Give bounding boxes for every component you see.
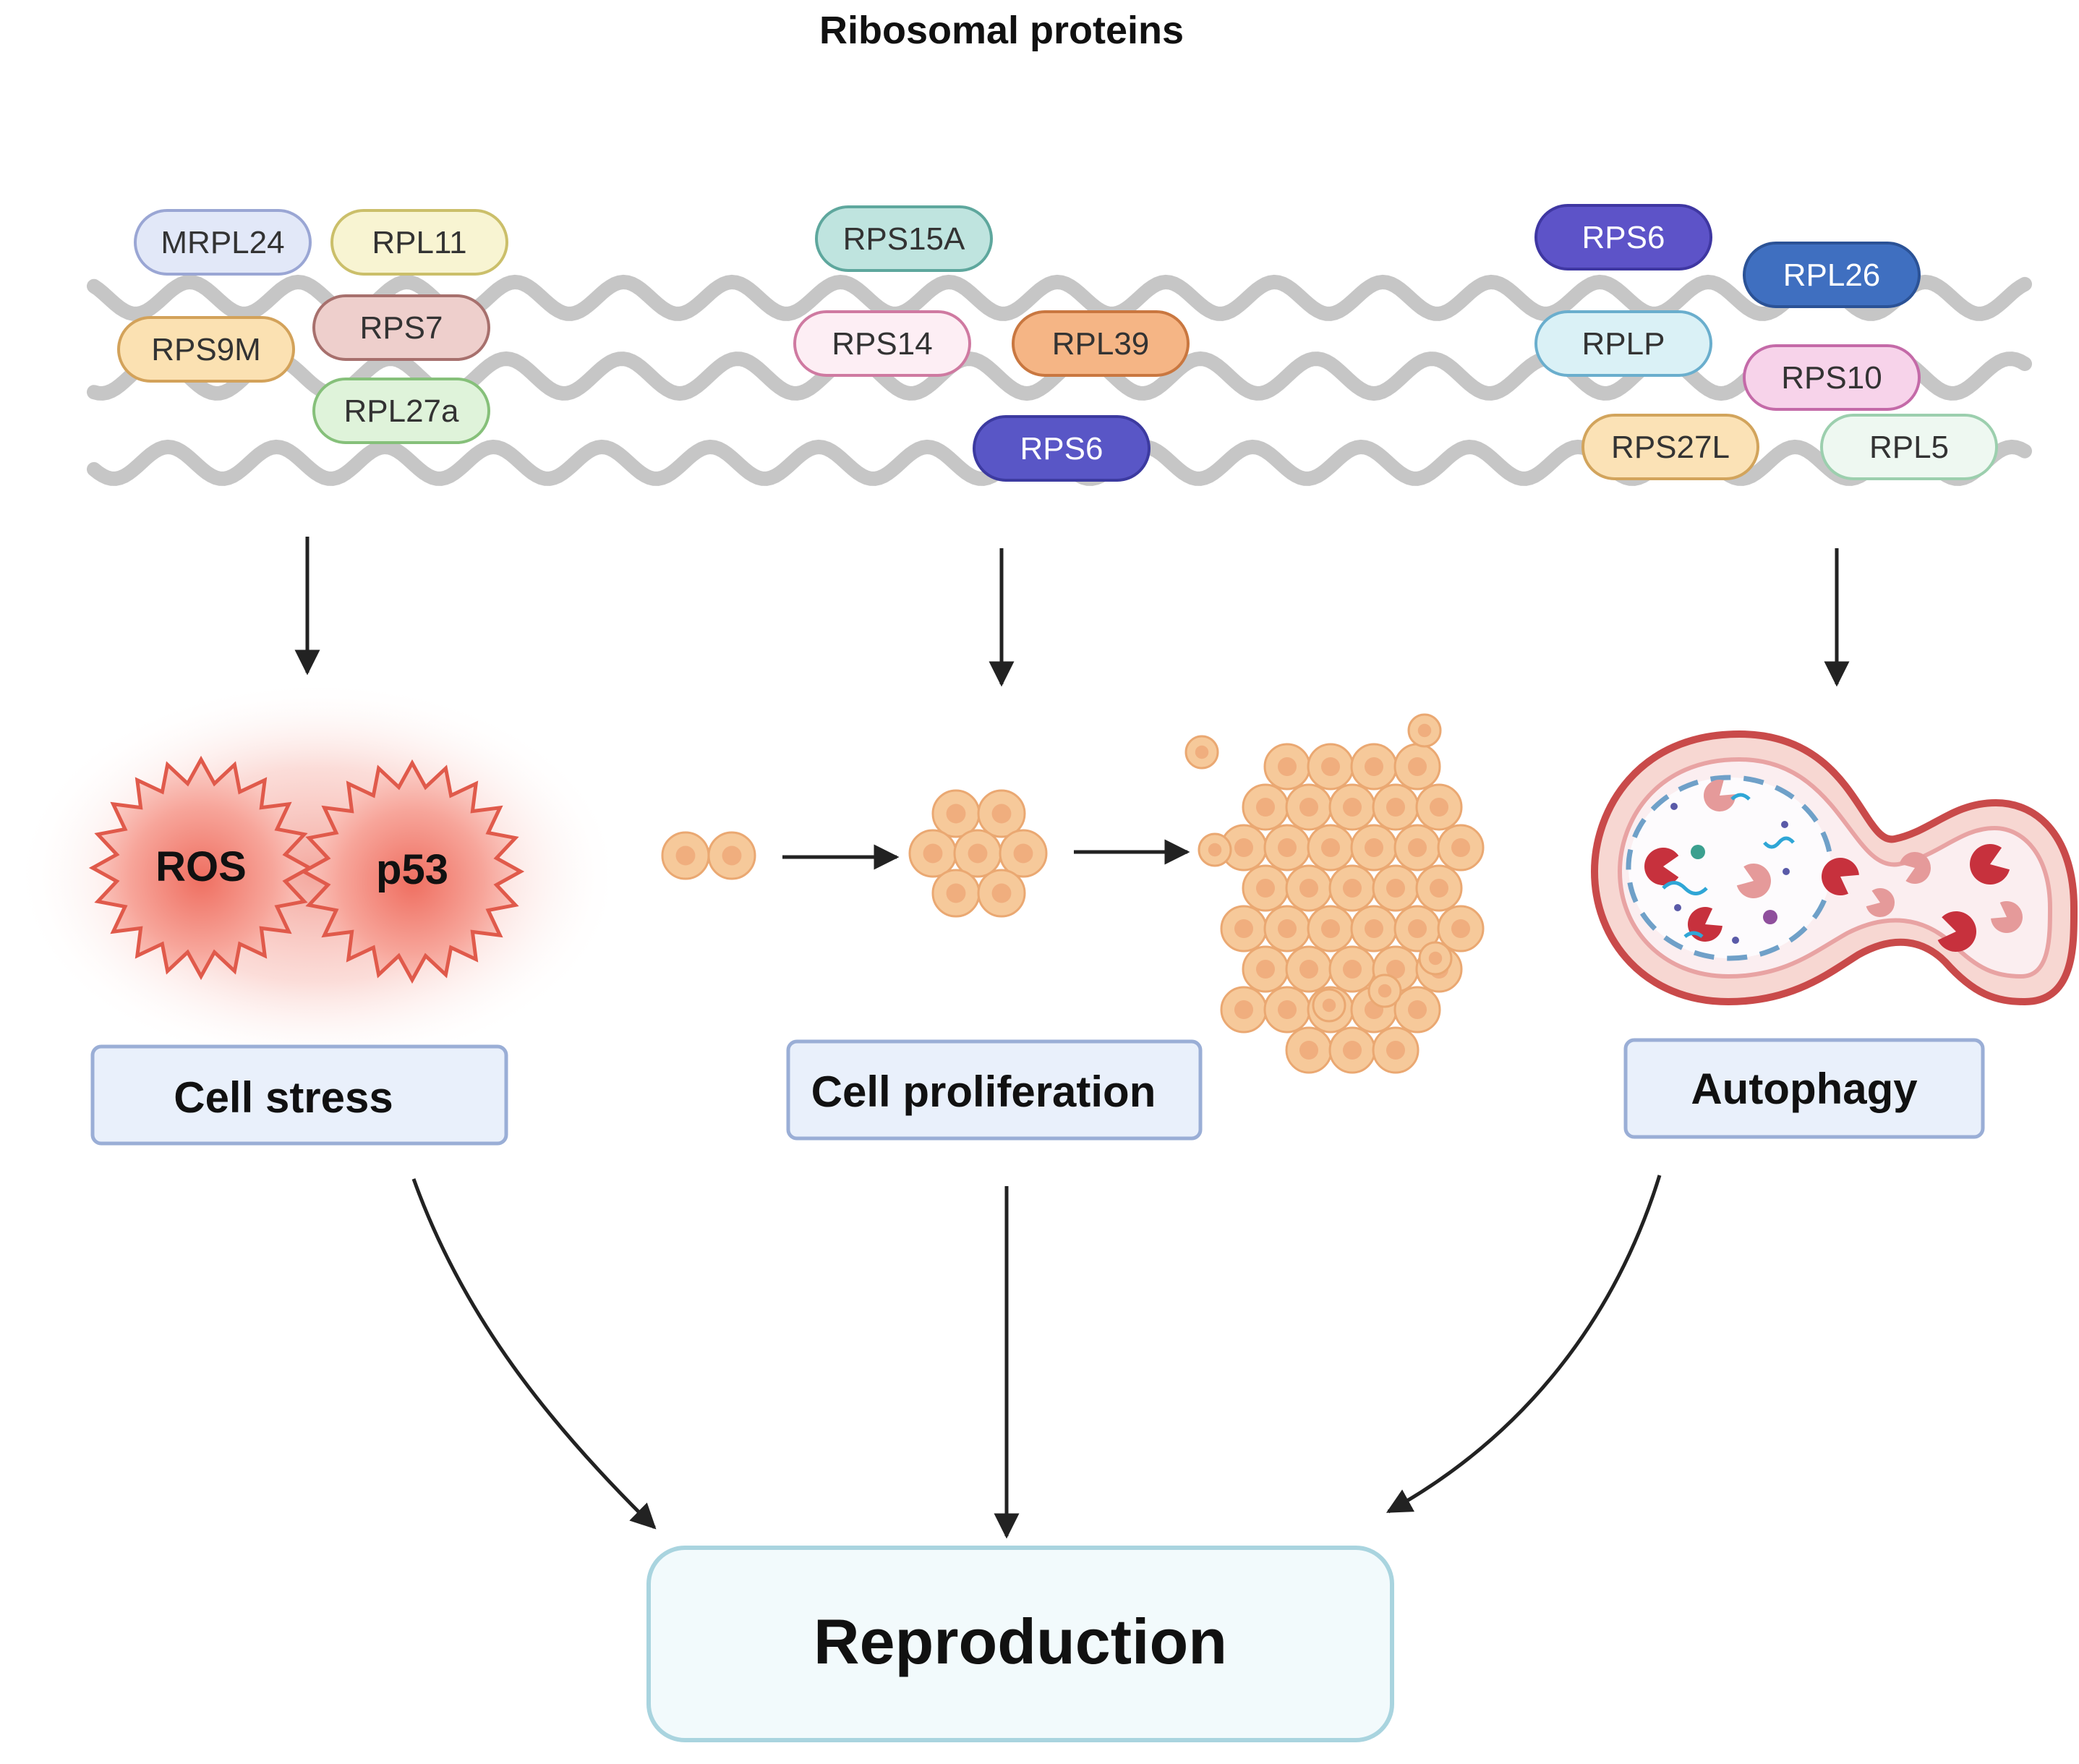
protein-label: RPS27L <box>1611 430 1730 465</box>
protein-label: RPS6 <box>1020 431 1103 466</box>
rna-strand <box>87 274 2032 321</box>
protein-pill-rplp: RPLP <box>1534 310 1712 377</box>
cell-stress-label: Cell stress <box>174 1073 393 1122</box>
hydrolase-icon <box>1991 901 2023 934</box>
protein-pill-rpl11: RPL11 <box>330 209 508 276</box>
protein-pill-rps6: RPS6 <box>973 415 1151 482</box>
protein-pill-rps7: RPS7 <box>312 294 490 361</box>
marker-ros: ROS <box>155 843 247 890</box>
protein-label: RPLP <box>1582 326 1665 362</box>
p53-burst-icon <box>299 759 525 984</box>
protein-label: RPL39 <box>1052 326 1150 362</box>
reproduction-box <box>646 1546 1394 1742</box>
protein-label: RPS9M <box>151 332 261 367</box>
protein-label: RPS14 <box>832 326 932 362</box>
cell-stress-box <box>90 1044 508 1146</box>
autophagy-box <box>1623 1038 1985 1139</box>
cell-stress-illustration: ROS p53 <box>14 680 622 1070</box>
protein-pill-rpl5: RPL5 <box>1820 414 1998 480</box>
cell-proliferation-box <box>786 1039 1203 1141</box>
cargo-particles <box>1662 793 1795 944</box>
cell-proliferation-illustration <box>661 713 1485 1074</box>
hydrolase-icons <box>1644 779 2023 953</box>
protein-pill-rps15a: RPS15A <box>815 205 993 272</box>
protein-pill-mrpl24: MRPL24 <box>134 209 312 276</box>
protein-label: RPL27a <box>343 393 459 429</box>
protein-label: RPL11 <box>372 225 466 260</box>
protein-pill-rpl26: RPL26 <box>1743 242 1921 308</box>
autophagosome-illustration <box>1590 730 2078 1006</box>
protein-pill-rps6: RPS6 <box>1534 204 1712 270</box>
protein-label: RPS15A <box>843 221 965 257</box>
marker-p53: p53 <box>376 846 448 893</box>
arrow-stress-to-reproduction <box>411 1178 657 1530</box>
diagram-title: Ribosomal proteins <box>819 9 1184 52</box>
protein-label: MRPL24 <box>161 225 284 260</box>
protein-pill-rps14: RPS14 <box>793 310 971 377</box>
hydrolase-icon <box>1822 858 1859 895</box>
hydrolase-icon <box>1703 779 1736 811</box>
autophagy-label: Autophagy <box>1691 1065 1918 1113</box>
hydrolase-icon <box>1899 851 1931 884</box>
hydrolase-icon <box>1644 848 1679 886</box>
hydrolase-icon <box>1970 844 2010 885</box>
cell-proliferation-label: Cell proliferation <box>811 1068 1156 1116</box>
protein-label: RPL5 <box>1869 430 1949 465</box>
protein-pill-rpl39: RPL39 <box>1012 310 1190 377</box>
hydrolase-icon <box>1937 911 1976 953</box>
protein-label: RPS6 <box>1582 220 1665 255</box>
protein-pill-rps27l: RPS27L <box>1581 414 1759 480</box>
ros-burst-icon <box>88 755 314 981</box>
hydrolase-icon <box>1866 888 1895 918</box>
protein-pill-rpl27a: RPL27a <box>312 378 490 444</box>
reproduction-label: Reproduction <box>814 1606 1227 1677</box>
hydrolase-icon <box>1736 864 1772 898</box>
protein-pill-rps10: RPS10 <box>1743 344 1921 411</box>
protein-label: RPL26 <box>1783 257 1881 293</box>
protein-label: RPS10 <box>1781 360 1882 396</box>
arrow-autophagy-to-reproduction <box>1386 1175 1662 1514</box>
protein-label: RPS7 <box>360 310 443 346</box>
protein-pill-rps9m: RPS9M <box>117 316 295 383</box>
